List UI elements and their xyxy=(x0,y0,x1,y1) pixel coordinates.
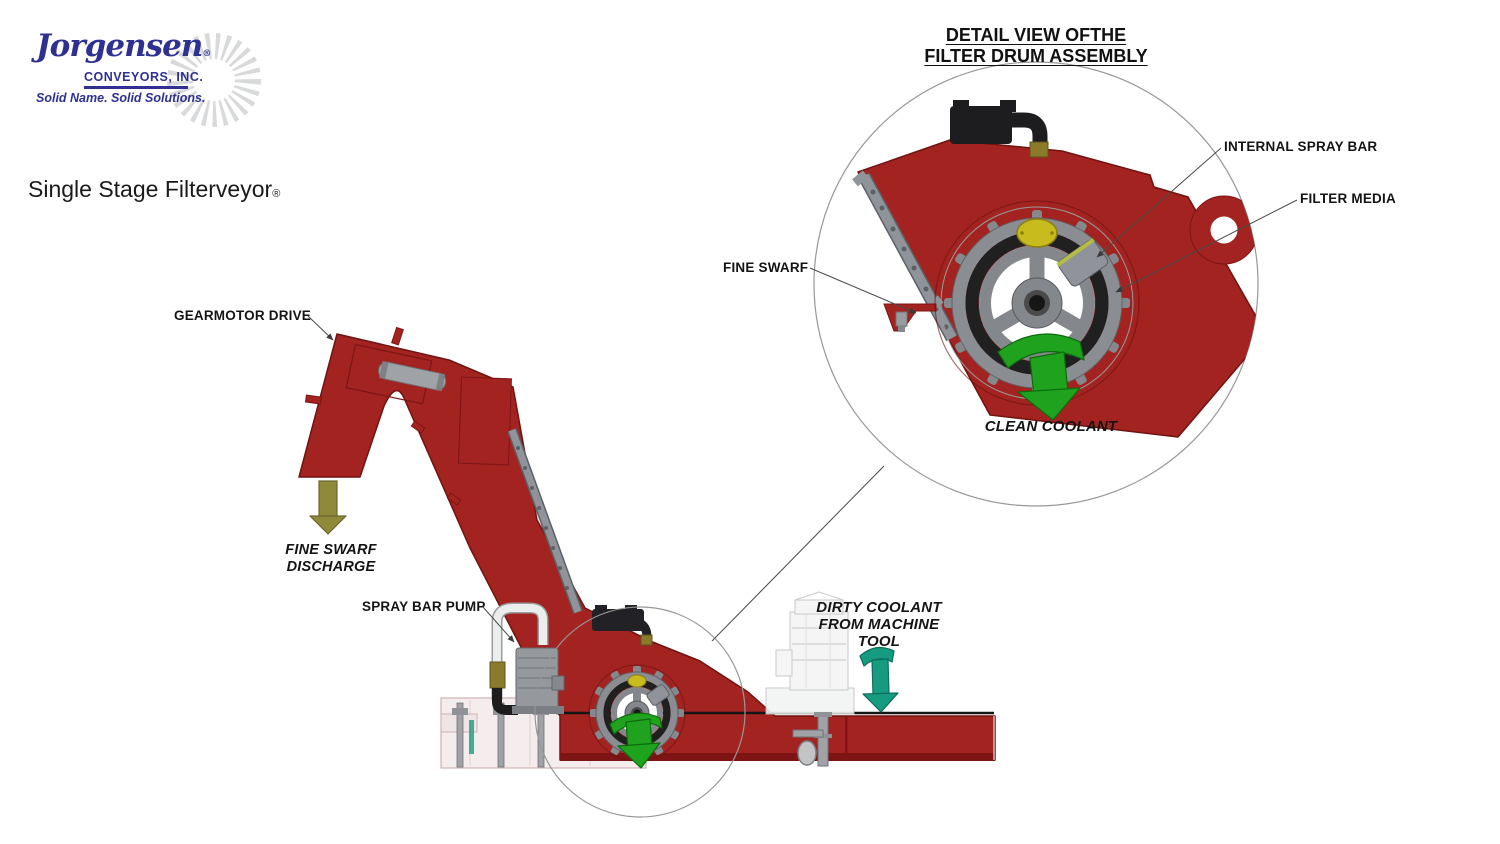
jorgensen-logo: Jorgensen® CONVEYORS, INC. Solid Name. S… xyxy=(28,20,298,140)
clean-coolant-arrow-small xyxy=(609,712,663,769)
callout-internal-spray-bar: INTERNAL SPRAY BAR xyxy=(1224,139,1378,154)
incline-cover-plate xyxy=(457,376,512,466)
detail-view-title-line1: DETAIL VIEW OFTHE xyxy=(945,25,1127,45)
filter-media-pod xyxy=(646,684,670,706)
logo-company: CONVEYORS, INC. xyxy=(84,70,204,84)
logo-brand: Jorgensen® xyxy=(36,28,211,64)
label-fine-swarf-discharge-line1: FINE SWARF xyxy=(285,542,377,558)
callout-gearmotor-drive: GEARMOTOR DRIVE xyxy=(174,308,312,323)
detail-view-circle xyxy=(813,61,1259,507)
caster-wheel xyxy=(792,712,832,767)
leader-gearmotor-drive xyxy=(307,315,334,341)
fine-swarf-discharge-arrow xyxy=(309,480,347,535)
callout-spray-bar-pump: SPRAY BAR PUMP xyxy=(362,599,486,614)
spray-bar-pump-graphic xyxy=(469,602,565,754)
callout-fine-swarf: FINE SWARF xyxy=(723,260,809,275)
label-dirty-coolant-line1: DIRTY COOLANT xyxy=(816,599,942,616)
conveyor-chain xyxy=(507,428,583,614)
leader-filter-media xyxy=(1115,199,1298,293)
label-clean-coolant: CLEAN COOLANT xyxy=(984,418,1118,435)
conveyor-body xyxy=(298,326,996,761)
detail-view-title: DETAIL VIEW OFTHE FILTER DRUM ASSEMBLY xyxy=(900,25,1172,67)
detail-spray-manifold xyxy=(950,100,1049,158)
drum-zoom-circle xyxy=(534,606,746,818)
label-fine-swarf-discharge: FINE SWARF DISCHARGE xyxy=(266,542,396,576)
dirty-coolant-arrow xyxy=(859,646,899,713)
page-title: Single Stage Filterveyor® xyxy=(28,176,281,202)
drive-shaft xyxy=(378,361,447,392)
drum-top-fitting xyxy=(627,674,647,688)
logo-rule xyxy=(84,86,188,89)
lug-hole xyxy=(1210,216,1238,244)
leader-spray-bar-pump xyxy=(482,606,515,643)
logo-fan-icon xyxy=(167,33,261,127)
label-dirty-coolant-line3: TOOL xyxy=(857,633,901,650)
detail-chain xyxy=(852,170,958,342)
filter-drum xyxy=(588,664,686,769)
detail-view-art xyxy=(852,100,1258,438)
leader-internal-spray-bar xyxy=(1096,147,1222,258)
spray-pipe-manifold xyxy=(592,605,653,646)
callout-filter-media: FILTER MEDIA xyxy=(1300,191,1396,206)
leader-lines xyxy=(307,147,1298,643)
detail-drum-top-fitting xyxy=(1016,218,1058,248)
zoom-connector-line xyxy=(711,465,885,642)
label-dirty-coolant: DIRTY COOLANT FROM MACHINE TOOL xyxy=(798,599,960,650)
trough-bottom-edge xyxy=(560,753,995,761)
label-dirty-coolant-line2: FROM MACHINE xyxy=(818,616,940,633)
fine-swarf-bracket xyxy=(883,303,937,332)
label-fine-swarf-discharge-line2: DISCHARGE xyxy=(286,559,376,575)
logo-tagline: Solid Name. Solid Solutions. xyxy=(36,91,206,105)
detail-view-title-line2: FILTER DRUM ASSEMBLY xyxy=(924,46,1148,66)
clean-coolant-arrow xyxy=(997,333,1085,421)
detail-filter-drum xyxy=(944,210,1130,396)
machine-tool-ghost xyxy=(765,591,855,715)
leader-fine-swarf xyxy=(809,267,917,314)
